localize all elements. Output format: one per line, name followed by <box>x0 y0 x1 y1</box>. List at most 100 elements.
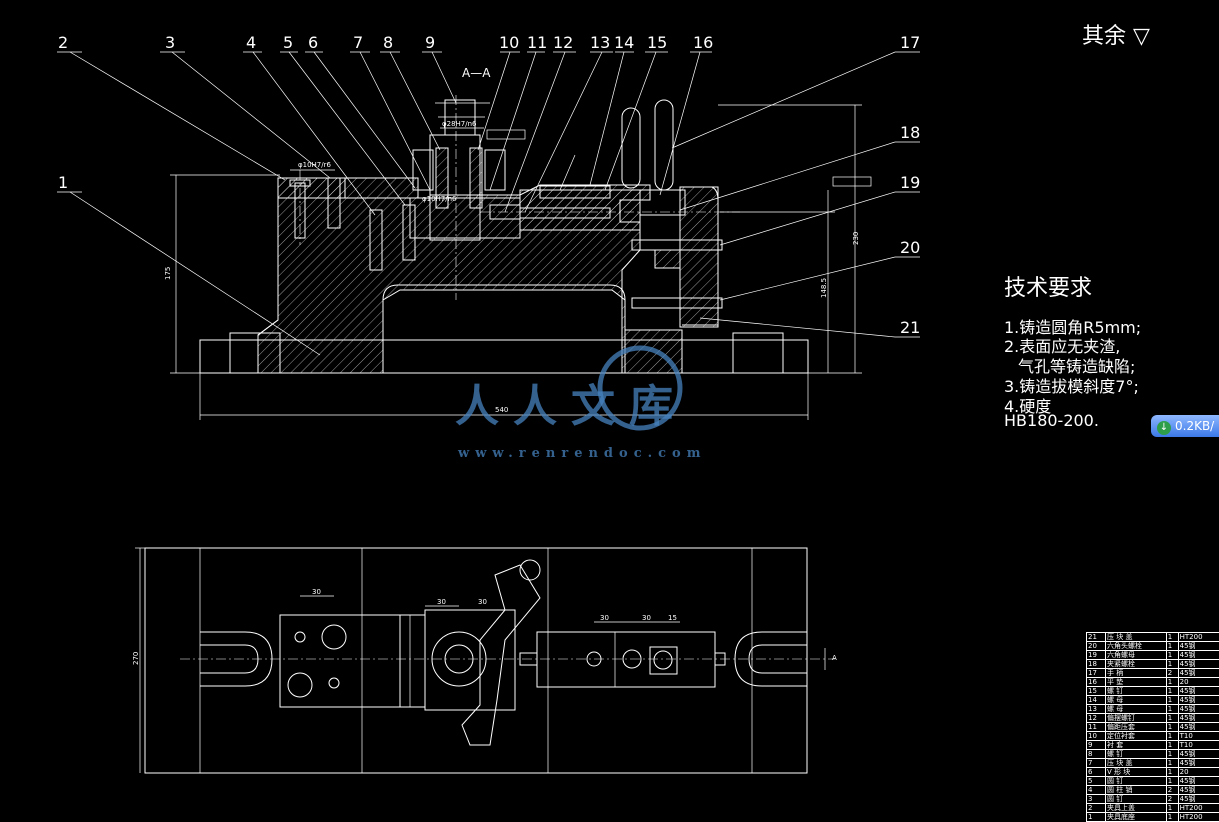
parts-cell: 45钢 <box>1177 749 1219 759</box>
leader-4: 4 <box>246 33 256 52</box>
leader-10: 10 <box>499 33 519 52</box>
parts-cell: 45钢 <box>1177 722 1219 732</box>
parts-cell: 圆 柱 销 <box>1105 785 1167 795</box>
parts-cell: 45钢 <box>1177 659 1219 669</box>
download-speed-badge[interactable]: ↓0.2KB/ <box>1151 415 1219 437</box>
parts-cell: 平 垫 <box>1105 677 1167 687</box>
tech-req-item: HB180-200. <box>1004 411 1099 430</box>
plan-view: 270 30 30 30 30 30 15 A <box>132 547 837 774</box>
leader-16: 16 <box>693 33 713 52</box>
dim-plan-3: 30 <box>478 598 487 606</box>
watermark-url: www.renrendoc.com <box>458 446 707 461</box>
parts-cell: 1 <box>1165 650 1179 660</box>
parts-cell: T10 <box>1177 740 1219 750</box>
parts-cell: 夹具底座 <box>1105 812 1167 822</box>
parts-cell: 压 块 盖 <box>1105 632 1167 642</box>
parts-cell: 1 <box>1165 776 1179 786</box>
parts-cell: 六角头螺栓 <box>1105 641 1167 651</box>
parts-cell: 2 <box>1165 794 1179 804</box>
roughness-symbol-icon: ▽ <box>1133 24 1150 49</box>
tech-req-item: 1.铸造圆角R5mm; <box>1004 318 1142 337</box>
leader-9: 9 <box>425 33 435 52</box>
dim-plan-2: 30 <box>437 598 446 606</box>
parts-cell: 螺 母 <box>1105 695 1167 705</box>
parts-cell: 3 <box>1085 794 1107 804</box>
parts-cell: 1 <box>1165 740 1179 750</box>
parts-cell: 45钢 <box>1177 758 1219 768</box>
parts-cell: 2 <box>1165 785 1179 795</box>
tech-req-item: 气孔等铸造缺陷; <box>1018 357 1136 376</box>
leader-15: 15 <box>647 33 667 52</box>
fit-n6: φ10H7/n6 <box>422 195 457 203</box>
fit-r6: φ10H7/r6 <box>298 161 331 169</box>
parts-cell: 12 <box>1085 713 1107 723</box>
parts-cell: 1 <box>1165 749 1179 759</box>
leader-6: 6 <box>308 33 318 52</box>
parts-cell: 1 <box>1085 812 1107 822</box>
parts-cell: 45钢 <box>1177 776 1219 786</box>
parts-cell: 1 <box>1165 812 1179 822</box>
leader-21: 21 <box>900 318 920 337</box>
parts-cell: 5 <box>1085 776 1107 786</box>
parts-cell: 1 <box>1165 713 1179 723</box>
parts-cell: 1 <box>1165 758 1179 768</box>
leader-5: 5 <box>283 33 293 52</box>
parts-cell: 偏摆螺钉 <box>1105 713 1167 723</box>
leader-11: 11 <box>527 33 547 52</box>
parts-cell: 1 <box>1165 722 1179 732</box>
parts-cell: 20 <box>1085 641 1107 651</box>
parts-cell: 6 <box>1085 767 1107 777</box>
leader-3: 3 <box>165 33 175 52</box>
dim-plan-6: 15 <box>668 614 677 622</box>
parts-cell: 2 <box>1165 668 1179 678</box>
parts-cell: 14 <box>1085 695 1107 705</box>
parts-cell: 10 <box>1085 731 1107 741</box>
parts-cell: 夹紧螺栓 <box>1105 659 1167 669</box>
tech-req-item: 3.铸造拔模斜度7°; <box>1004 377 1139 396</box>
leader-lines <box>57 51 920 356</box>
tech-req-item: 4.硬度 <box>1004 397 1052 416</box>
parts-cell: 定位衬套 <box>1105 731 1167 741</box>
parts-cell: 2 <box>1085 803 1107 813</box>
parts-cell: 六角螺母 <box>1105 650 1167 660</box>
parts-cell: 45钢 <box>1177 668 1219 678</box>
leader-numbers: 2 3 4 5 6 7 8 9 10 11 12 13 14 15 16 17 … <box>58 33 920 337</box>
parts-cell: 21 <box>1085 632 1107 642</box>
parts-cell: 螺 钉 <box>1105 749 1167 759</box>
parts-cell: 1 <box>1165 641 1179 651</box>
roughness-label: 其余 <box>1082 24 1127 49</box>
dim-height-right-inner: 148.5 <box>820 278 828 298</box>
parts-cell: 20 <box>1177 677 1219 687</box>
parts-cell: 16 <box>1085 677 1107 687</box>
parts-cell: 45钢 <box>1177 650 1219 660</box>
watermark-brand: 人人文库 <box>455 381 687 432</box>
dim-plan-height: 270 <box>132 652 140 665</box>
parts-cell: V 形 块 <box>1105 767 1167 777</box>
dim-plan-4: 30 <box>600 614 609 622</box>
parts-cell: 1 <box>1165 704 1179 714</box>
parts-cell: 15 <box>1085 686 1107 696</box>
leader-7: 7 <box>353 33 363 52</box>
parts-cell: 4 <box>1085 785 1107 795</box>
leader-20: 20 <box>900 238 920 257</box>
parts-cell: 1 <box>1165 659 1179 669</box>
section-marker-a: A <box>832 654 837 662</box>
parts-cell: 1 <box>1165 731 1179 741</box>
leader-1: 1 <box>58 173 68 192</box>
